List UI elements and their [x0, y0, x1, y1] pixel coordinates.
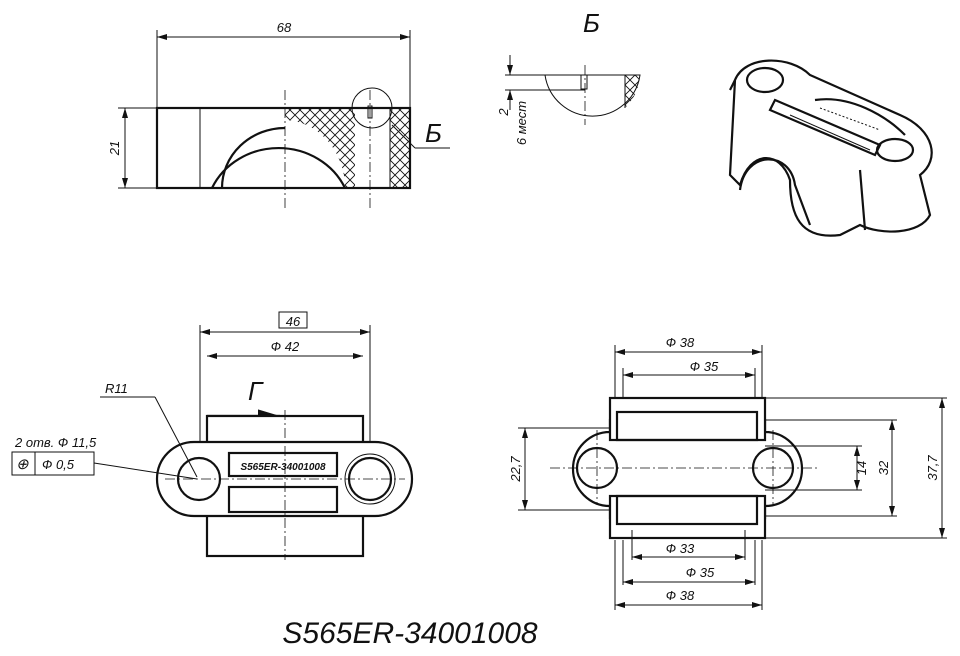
stamp-text: S565ER-34001008: [240, 462, 326, 473]
height-dimension: 21: [107, 141, 122, 156]
radius-dimension: R11: [105, 381, 128, 396]
width-dimension: 68: [277, 20, 292, 35]
part-number-title: S565ER-34001008: [282, 617, 538, 650]
dia-top-outer: Ф 38: [666, 335, 695, 350]
depth-dimension: 2: [496, 108, 511, 117]
count-note: 6 мест: [514, 101, 529, 145]
section-detail: Б 2 6 мест: [496, 8, 641, 145]
dim-32: 32: [876, 460, 891, 475]
dim-left: 22,7: [508, 456, 523, 483]
dia-bottom-2: Ф 35: [686, 565, 715, 580]
dia-bottom-3: Ф 38: [666, 588, 695, 603]
section-detail-label: Б: [583, 8, 600, 38]
dia-bottom-1: Ф 33: [666, 541, 695, 556]
dia-top-inner: Ф 35: [690, 359, 719, 374]
isometric-view: [728, 59, 933, 237]
bottom-view: Ф 38 Ф 35 Ф 33 Ф 35 Ф 38 22,7 14: [508, 335, 947, 610]
tolerance-value: Ф 0,5: [42, 457, 75, 472]
section-marker-label: Б: [425, 118, 442, 148]
position-tolerance-icon: ⊕: [16, 456, 29, 473]
overall-dimension: 46: [286, 314, 301, 329]
side-view: 68 21 Б: [107, 20, 450, 210]
diameter-dimension: Ф 42: [271, 339, 300, 354]
holes-note: 2 отв. Ф 11,5: [14, 435, 97, 450]
view-marker: Г: [248, 376, 264, 406]
dim-377: 37,7: [925, 455, 940, 481]
top-view: 46 Ф 42 Г S565ER-34001008 R11 2 отв. Ф 1…: [11, 311, 414, 560]
dim-14: 14: [854, 461, 869, 475]
